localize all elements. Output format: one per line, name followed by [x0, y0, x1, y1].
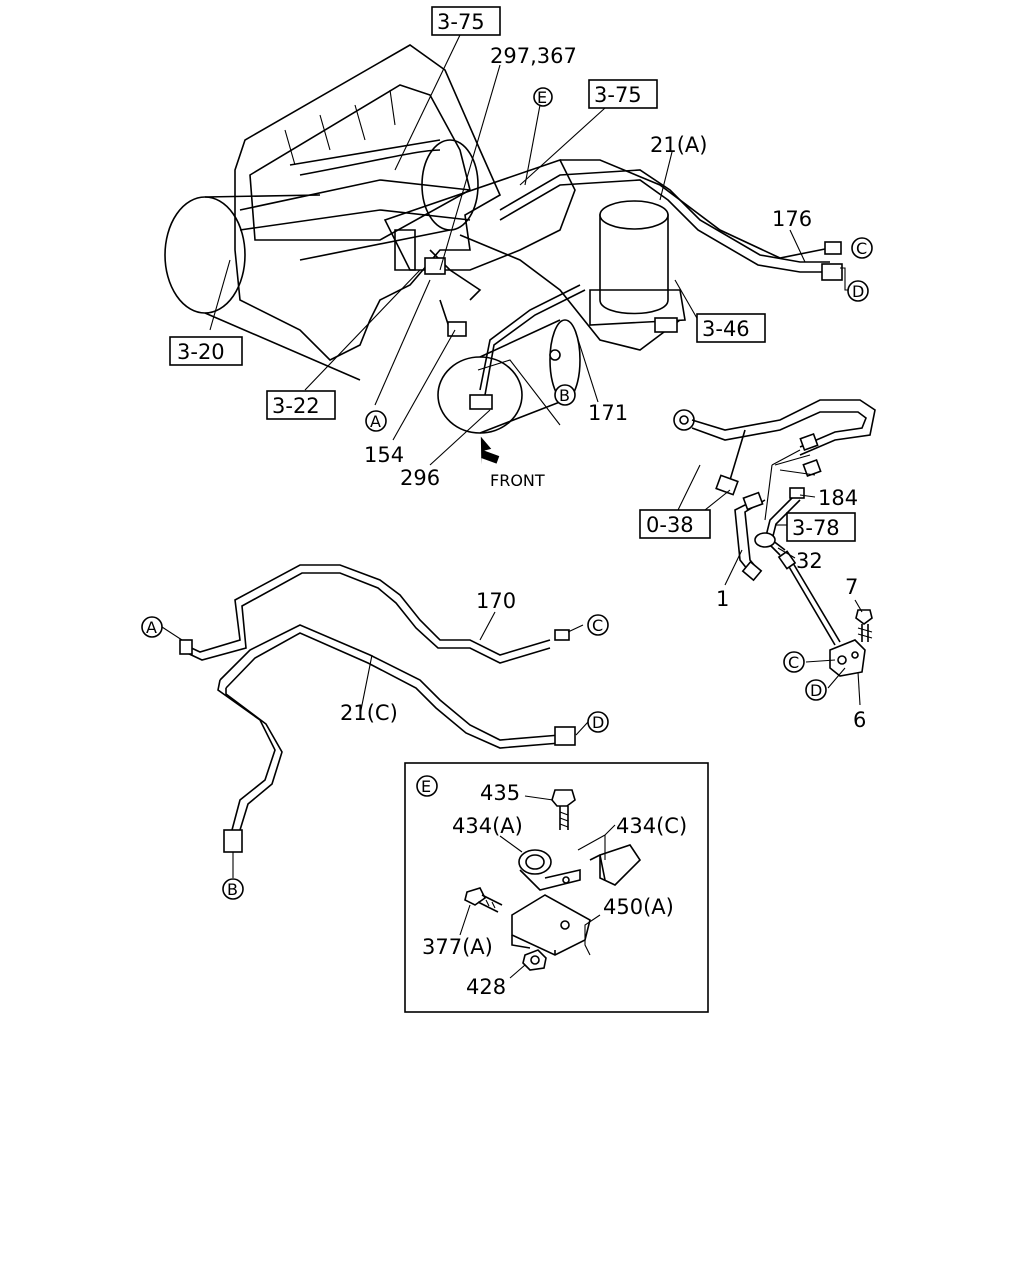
ref-box-3-78: 3-78 — [786, 512, 856, 542]
svg-text:E: E — [537, 88, 547, 107]
ref-box-3-75-right: 3-75 — [588, 79, 658, 109]
svg-text:C: C — [592, 616, 603, 635]
label-170: 170 — [476, 589, 516, 613]
label-434a: 434(A) — [452, 814, 523, 838]
ref-3-20-label: 3-20 — [177, 340, 225, 364]
ref-box-3-22: 3-22 — [266, 390, 336, 420]
callout-c-hose: C — [783, 651, 805, 673]
label-32: 32 — [796, 549, 823, 573]
pipe-routing — [161, 564, 589, 878]
front-label: FRONT — [490, 471, 545, 490]
callout-d-hose: D — [805, 679, 827, 701]
label-1: 1 — [716, 587, 729, 611]
ref-3-75-top-label: 3-75 — [437, 10, 485, 34]
label-21a: 21(A) — [650, 133, 707, 157]
svg-text:D: D — [852, 282, 864, 301]
callout-b-main: B — [554, 384, 576, 406]
ref-3-22-label: 3-22 — [272, 394, 320, 418]
detail-e-box — [404, 762, 709, 1013]
label-296: 296 — [400, 466, 440, 490]
label-184: 184 — [818, 486, 858, 510]
hose-assembly — [673, 399, 876, 706]
callout-b-pipe: B — [222, 878, 244, 900]
ref-3-78-label: 3-78 — [792, 516, 840, 540]
svg-text:B: B — [559, 386, 570, 405]
svg-text:D: D — [810, 681, 822, 700]
ref-box-3-20: 3-20 — [169, 336, 243, 366]
callout-d-top: D — [840, 267, 869, 302]
label-171: 171 — [588, 401, 628, 425]
svg-text:A: A — [370, 412, 381, 431]
leader-lines-main — [209, 34, 806, 466]
callout-e-detail: E — [416, 775, 438, 797]
label-21c: 21(C) — [340, 701, 398, 725]
ref-box-3-75-top: 3-75 — [431, 6, 501, 36]
svg-text:A: A — [146, 618, 157, 637]
callout-c-pipe: C — [587, 614, 609, 636]
ref-0-38-label: 0-38 — [646, 513, 694, 537]
callout-d-pipe: D — [587, 711, 609, 733]
ref-box-3-46: 3-46 — [696, 313, 766, 343]
callout-c-top: C — [851, 237, 873, 259]
svg-text:E: E — [421, 777, 431, 796]
ref-3-46-label: 3-46 — [702, 317, 750, 341]
callout-e-top: E — [533, 87, 553, 107]
label-428: 428 — [466, 975, 506, 999]
label-154: 154 — [364, 443, 404, 467]
label-297-367: 297,367 — [490, 44, 577, 68]
label-7: 7 — [845, 575, 858, 599]
label-377a: 377(A) — [422, 935, 493, 959]
label-434c: 434(C) — [616, 814, 687, 838]
label-176: 176 — [772, 207, 812, 231]
ref-box-0-38: 0-38 — [639, 509, 711, 539]
callout-a-pipe: A — [141, 616, 163, 638]
svg-text:D: D — [592, 713, 604, 732]
callout-a-main: A — [365, 410, 387, 432]
front-arrow: FRONT — [480, 436, 545, 490]
label-6: 6 — [853, 708, 866, 732]
label-435: 435 — [480, 781, 520, 805]
svg-text:B: B — [227, 880, 238, 899]
label-450a: 450(A) — [603, 895, 674, 919]
svg-text:C: C — [788, 653, 799, 672]
main-assembly — [164, 44, 843, 434]
ref-3-75-right-label: 3-75 — [594, 83, 642, 107]
svg-text:C: C — [856, 239, 867, 258]
part-labels: 297,367 21(A) 176 171 154 296 184 32 1 7… — [340, 44, 866, 999]
